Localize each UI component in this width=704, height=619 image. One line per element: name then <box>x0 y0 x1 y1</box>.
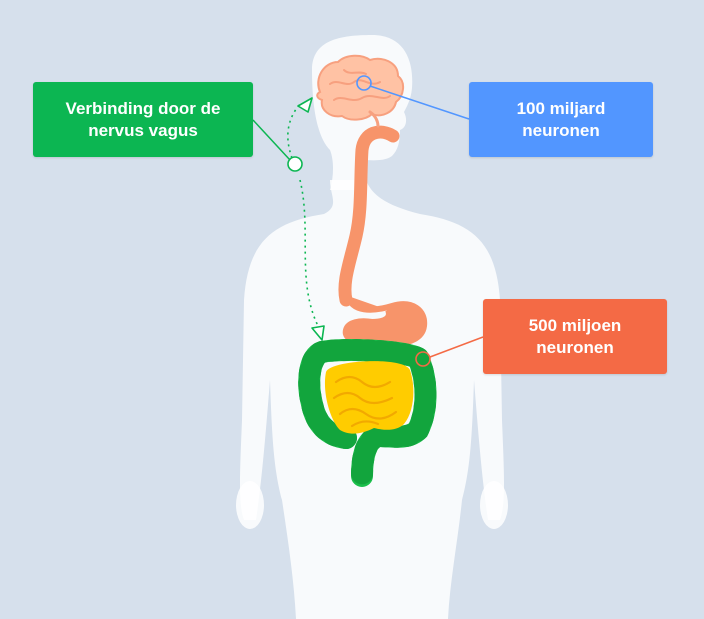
gut-neurons-label-box: 500 miljoen neuronen <box>483 299 667 374</box>
vagus-nerve-label: Verbinding door de nervus vagus <box>65 98 221 140</box>
vagus-nerve-connector <box>252 97 325 341</box>
esophagus-icon <box>338 125 400 307</box>
gut-connector <box>415 336 484 367</box>
brain-neurons-label: 100 miljard neuronen <box>516 98 606 140</box>
gut-neurons-label: 500 miljoen neuronen <box>528 315 622 357</box>
brain-icon <box>316 54 404 128</box>
vagus-nerve-label-box: Verbinding door de nervus vagus <box>33 82 253 157</box>
arrow-up-icon <box>297 97 313 113</box>
brain-neurons-label-box: 100 miljard neuronen <box>469 82 653 157</box>
small-intestine-icon <box>324 361 414 434</box>
brain-connector <box>356 75 470 120</box>
arrow-down-icon <box>311 325 325 341</box>
